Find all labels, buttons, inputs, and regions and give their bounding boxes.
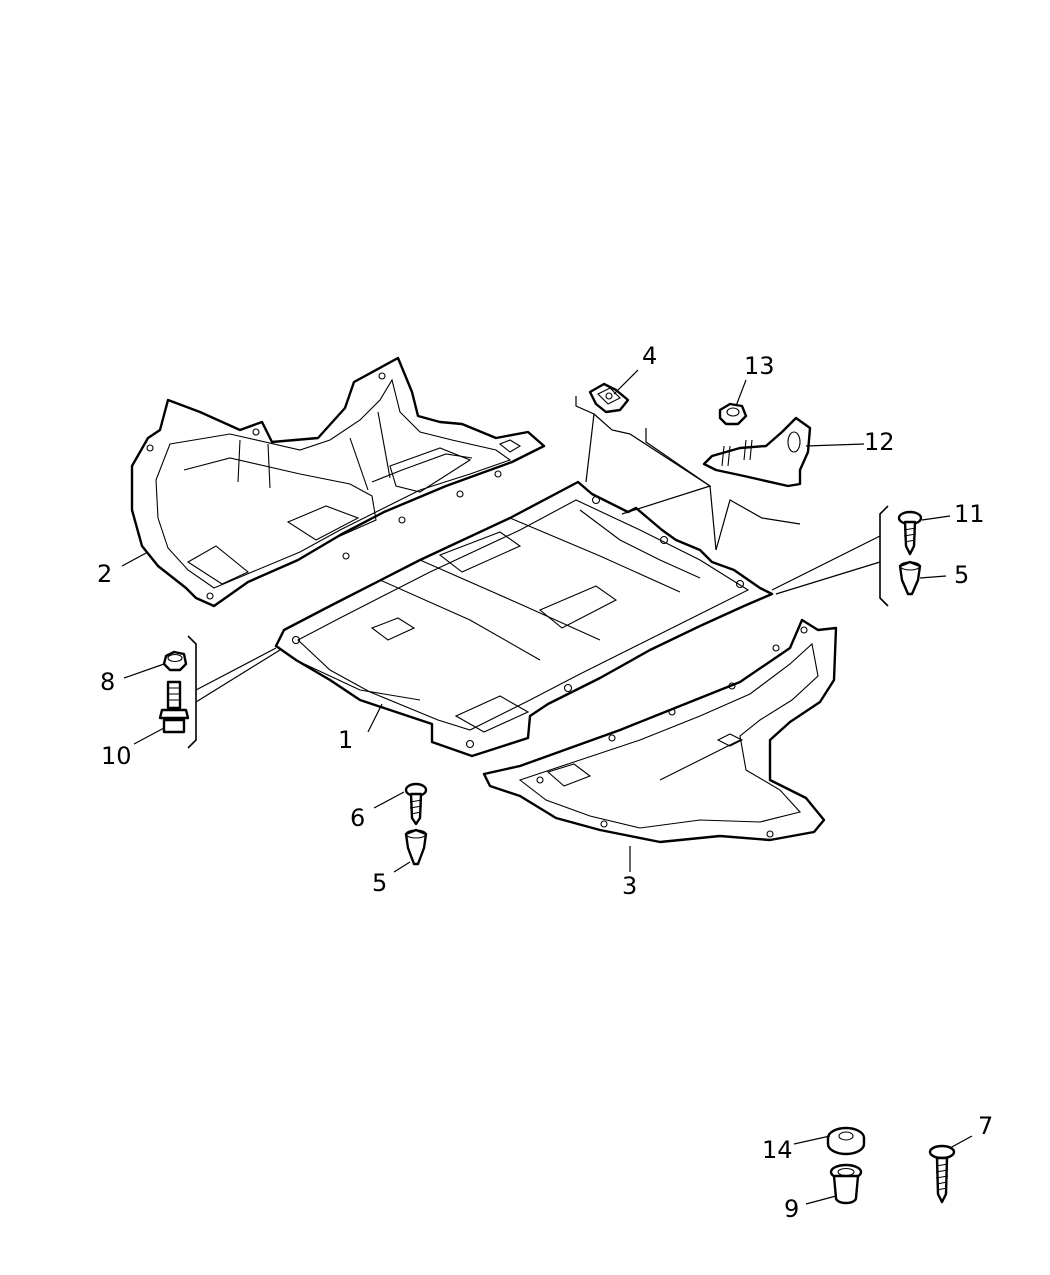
part-3-right-shield	[482, 618, 838, 844]
callout-5-right: 5	[954, 561, 969, 589]
part-4-clip-nut	[588, 382, 630, 414]
part-11-screw	[897, 510, 923, 556]
callout-9: 9	[784, 1195, 799, 1223]
part-7-screw	[928, 1144, 956, 1204]
callout-4: 4	[642, 342, 657, 370]
part-8-nut	[162, 650, 188, 672]
callout-13: 13	[744, 352, 775, 380]
part-6-screw	[404, 782, 428, 826]
part-5-push-clip-right	[898, 560, 922, 596]
part-1-center-plate	[274, 480, 774, 758]
part-14-flange-nut	[826, 1126, 866, 1156]
callout-labels: 1 2 3 4 5 5 6 7 8 9 10 11 12 13 14	[97, 342, 993, 1223]
callout-1: 1	[338, 726, 353, 754]
callout-12: 12	[864, 428, 895, 456]
callout-5-lower: 5	[372, 869, 387, 897]
callout-2: 2	[97, 560, 112, 588]
callout-8: 8	[100, 668, 115, 696]
callout-3: 3	[622, 872, 637, 900]
callout-6: 6	[350, 804, 365, 832]
part-13-nut	[718, 402, 748, 426]
callout-14: 14	[762, 1136, 793, 1164]
part-5-push-clip-lower	[404, 828, 428, 866]
connector-lines	[187, 396, 889, 749]
callout-leaders	[121, 369, 973, 1205]
callout-11: 11	[954, 500, 985, 528]
part-10-stud-bolt	[158, 680, 190, 734]
callout-7: 7	[978, 1112, 993, 1140]
part-2-left-shield	[130, 356, 546, 608]
part-12-bracket	[702, 416, 812, 488]
callout-10: 10	[101, 742, 132, 770]
part-9-bushing	[829, 1163, 863, 1205]
